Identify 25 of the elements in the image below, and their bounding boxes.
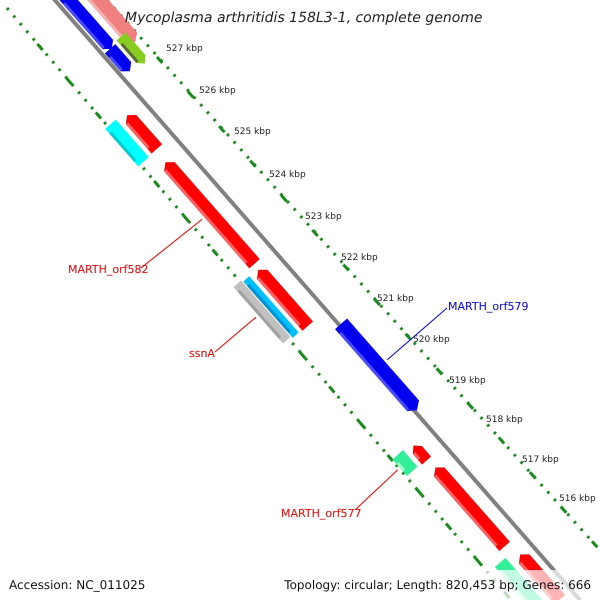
- scale-tick-label: 525 kbp: [234, 126, 271, 139]
- scale-tick-label: 516 kbp: [559, 493, 596, 506]
- scale-tick-label: 519 kbp: [449, 375, 486, 388]
- scale-tick-label: 524 kbp: [269, 169, 306, 182]
- scale-tick-label: 522 kbp: [341, 252, 378, 265]
- leader-line: [214, 316, 256, 352]
- leader-line: [386, 308, 448, 360]
- gene-feature: [164, 162, 260, 268]
- gene-label: MARTH_orf582: [68, 262, 148, 278]
- scale-tick-label: 526 kbp: [199, 85, 236, 98]
- gene-label: MARTH_orf579: [448, 299, 528, 316]
- scale-tick-label: 520 kbp: [413, 334, 450, 347]
- scale-tick-label: 521 kbp: [377, 293, 414, 306]
- scale-tick-label: 517 kbp: [522, 454, 559, 467]
- scale-tick-label: 527 kbp: [166, 43, 203, 56]
- scale-tick-label: 518 kbp: [486, 414, 523, 427]
- gene-label: MARTH_orf577: [281, 506, 362, 522]
- scale-tick-label: 523 kbp: [305, 211, 342, 224]
- leader-line: [140, 218, 203, 268]
- topology-text: Topology: circular; Length: 820,453 bp; Genes: 666: [284, 577, 591, 594]
- accession-text: Accession: NC_011025: [9, 577, 146, 594]
- chart-title: Mycoplasma arthritidis 158L3-1, complete genome: [125, 9, 483, 28]
- leader-line: [354, 469, 398, 510]
- gene-label: ssnA: [189, 346, 215, 362]
- gene-feature: [392, 450, 418, 476]
